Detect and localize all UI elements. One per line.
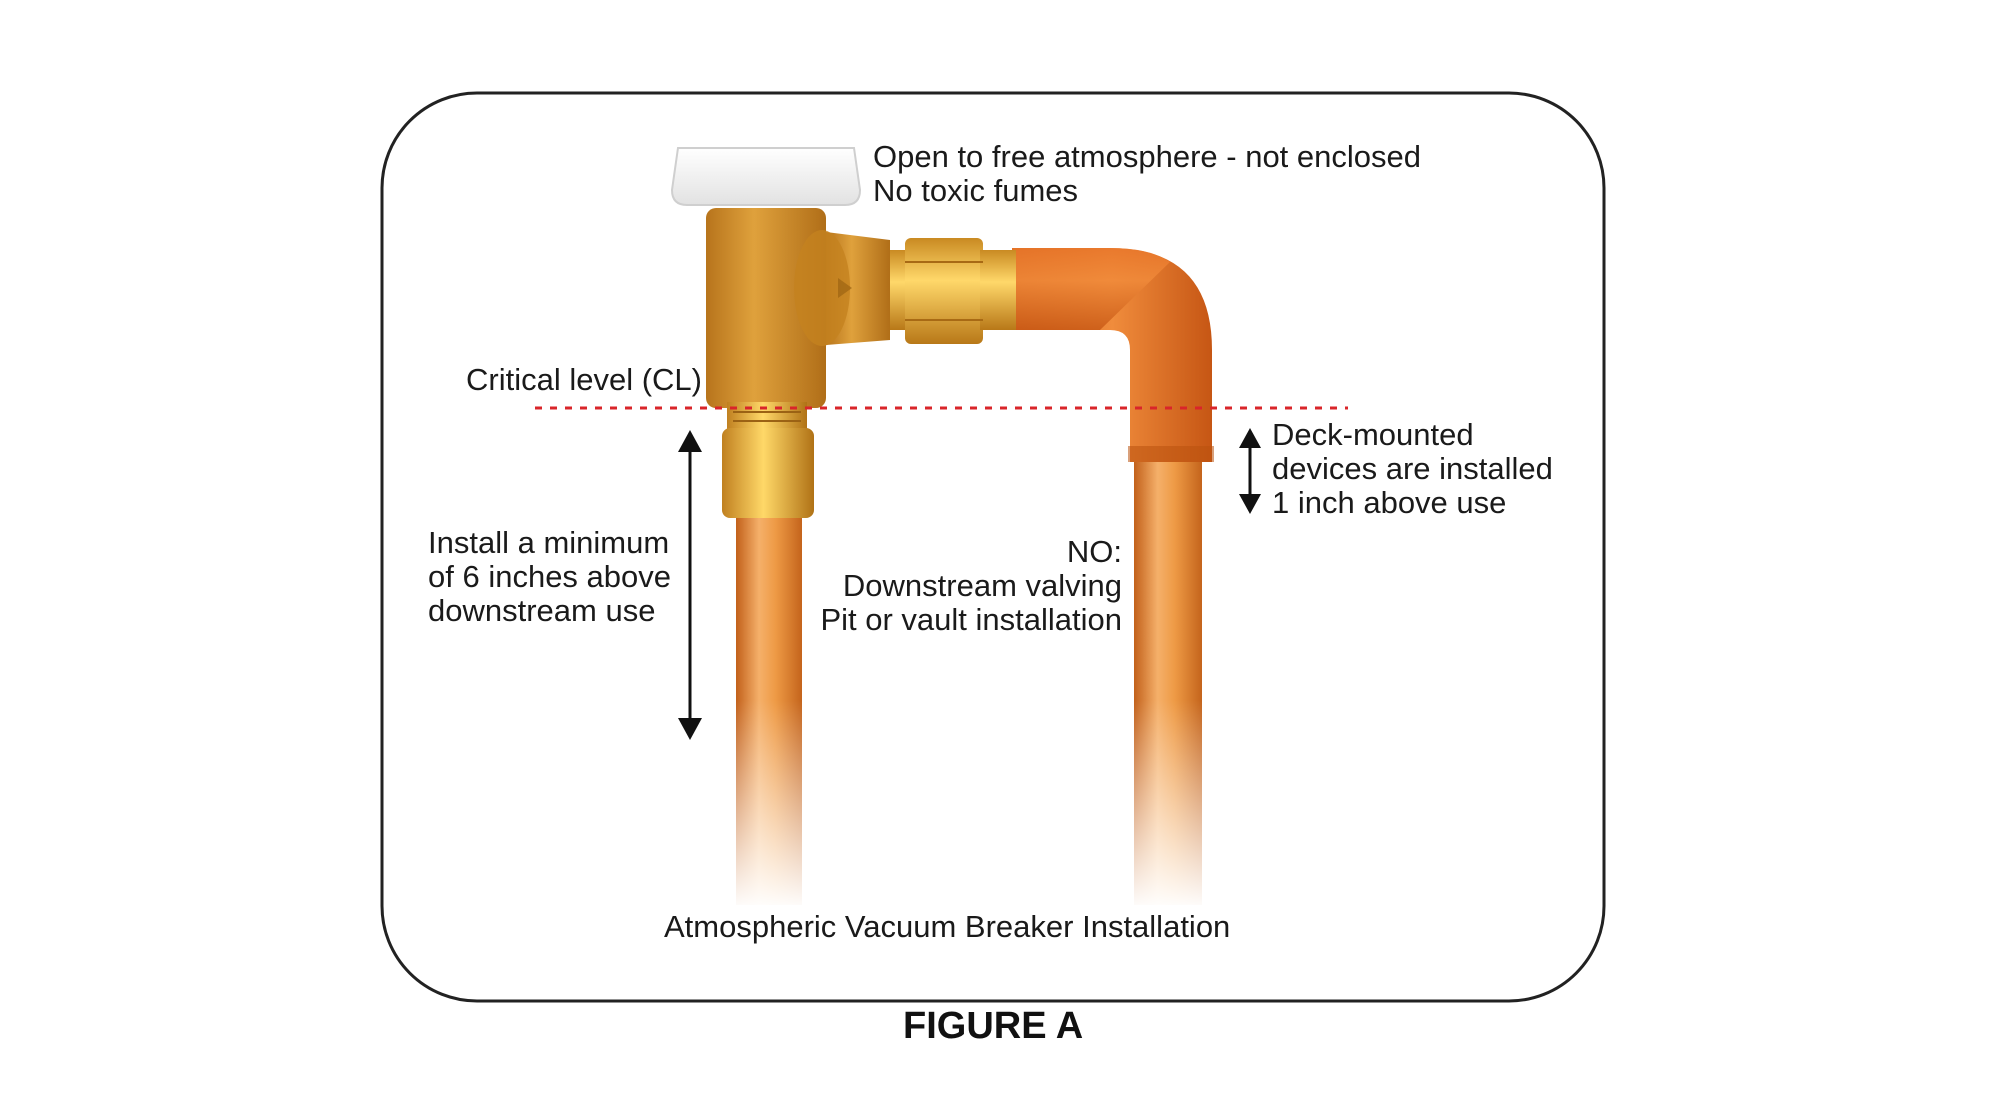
install-line-1: Install a minimum bbox=[428, 525, 670, 560]
installation-title: Atmospheric Vacuum Breaker Installation bbox=[664, 909, 1231, 944]
vacuum-breaker-cap bbox=[670, 147, 862, 206]
left-copper-pipe bbox=[730, 500, 808, 910]
atmosphere-label: Open to free atmosphere - not enclosed N… bbox=[873, 140, 1421, 208]
right-copper-pipe bbox=[1128, 455, 1208, 910]
deck-mounted-label: Deck-mounted devices are installed 1 inc… bbox=[1272, 418, 1553, 520]
deck-line-3: 1 inch above use bbox=[1272, 485, 1507, 520]
deck-line-1: Deck-mounted bbox=[1272, 417, 1474, 452]
six-inch-arrow bbox=[678, 430, 702, 740]
atmosphere-line-2: No toxic fumes bbox=[873, 173, 1079, 208]
critical-level-label: Critical level (CL) bbox=[466, 362, 702, 397]
no-line-2: Downstream valving bbox=[842, 568, 1122, 603]
one-inch-arrow bbox=[1239, 428, 1261, 514]
no-line-3: Pit or vault installation bbox=[820, 602, 1122, 637]
copper-elbow bbox=[1012, 248, 1214, 462]
atmosphere-line-1: Open to free atmosphere - not enclosed bbox=[873, 139, 1421, 174]
deck-line-2: devices are installed bbox=[1272, 451, 1553, 486]
no-line-1: NO: bbox=[1066, 534, 1122, 569]
no-conditions-label: NO: Downstream valving Pit or vault inst… bbox=[820, 535, 1122, 637]
union-fitting bbox=[880, 238, 1016, 344]
install-line-2: of 6 inches above bbox=[428, 559, 672, 594]
lower-brass-nut bbox=[722, 402, 814, 518]
install-minimum-label: Install a minimum of 6 inches above down… bbox=[428, 526, 671, 628]
install-line-3: downstream use bbox=[428, 593, 656, 628]
diagram-frame bbox=[380, 91, 1606, 1003]
vacuum-breaker-body bbox=[706, 208, 890, 408]
figure-caption: FIGURE A bbox=[903, 1005, 1084, 1047]
